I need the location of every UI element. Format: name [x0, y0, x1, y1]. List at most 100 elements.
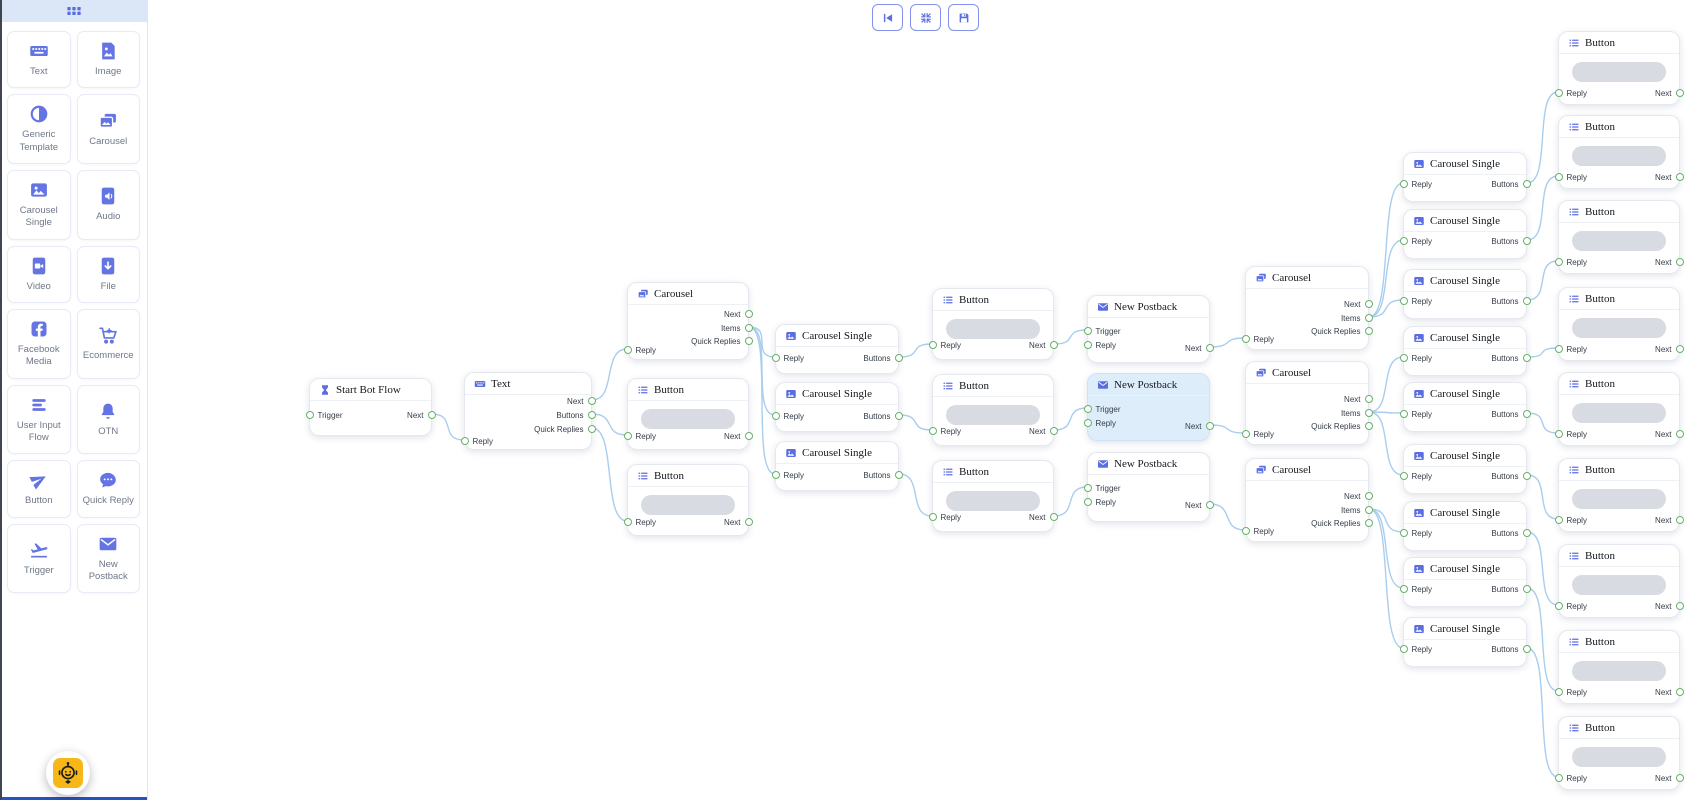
- edge-connection[interactable]: [1209, 424, 1246, 434]
- port-dot[interactable]: [894, 471, 903, 479]
- port-dot[interactable]: [1675, 89, 1684, 97]
- sidebar-item-trigger[interactable]: Trigger: [7, 523, 71, 594]
- port-dot[interactable]: [1554, 516, 1563, 524]
- port-items[interactable]: Items: [721, 323, 753, 333]
- port-next[interactable]: Next: [724, 309, 753, 319]
- edge-connection[interactable]: [591, 348, 628, 401]
- port-buttons[interactable]: Buttons: [556, 410, 596, 420]
- edge-connection[interactable]: [1526, 412, 1559, 434]
- port-next[interactable]: Next: [1655, 429, 1684, 439]
- sidebar-item-otn[interactable]: OTN: [76, 384, 140, 455]
- port-dot[interactable]: [744, 518, 753, 526]
- port-dot[interactable]: [623, 518, 632, 526]
- port-reply[interactable]: Reply: [460, 436, 493, 446]
- edge-connection[interactable]: [748, 326, 776, 358]
- port-dot[interactable]: [1049, 427, 1058, 435]
- port-dot[interactable]: [1364, 395, 1373, 403]
- port-dot[interactable]: [1522, 237, 1531, 245]
- edge-connection[interactable]: [1526, 347, 1559, 358]
- port-dot[interactable]: [1554, 258, 1563, 266]
- sidebar-item-generic-template[interactable]: Generic Template: [7, 94, 71, 165]
- port-next[interactable]: Next: [1655, 257, 1684, 267]
- port-next[interactable]: Next: [567, 396, 596, 406]
- port-dot[interactable]: [1675, 602, 1684, 610]
- port-buttons[interactable]: Buttons: [1491, 644, 1531, 654]
- port-dot[interactable]: [1399, 354, 1408, 362]
- port-buttons[interactable]: Buttons: [1491, 471, 1531, 481]
- port-next[interactable]: Next: [1655, 88, 1684, 98]
- port-dot[interactable]: [1364, 422, 1373, 430]
- port-dot[interactable]: [1675, 516, 1684, 524]
- edge-connection[interactable]: [748, 326, 776, 475]
- port-dot[interactable]: [1554, 173, 1563, 181]
- port-reply[interactable]: Reply: [771, 470, 804, 480]
- port-dot[interactable]: [1364, 492, 1373, 500]
- port-reply[interactable]: Reply: [1083, 418, 1116, 428]
- sidebar-item-new-postback[interactable]: New Postback: [76, 523, 140, 594]
- port-next[interactable]: Next: [724, 431, 753, 441]
- port-dot[interactable]: [928, 341, 937, 349]
- port-dot[interactable]: [1364, 506, 1373, 514]
- port-dot[interactable]: [1241, 430, 1250, 438]
- port-dot[interactable]: [1083, 327, 1092, 335]
- port-dot[interactable]: [1205, 344, 1214, 352]
- port-dot[interactable]: [1083, 405, 1092, 413]
- port-buttons[interactable]: Buttons: [1491, 179, 1531, 189]
- sidebar-item-text[interactable]: Text: [7, 31, 71, 89]
- port-next[interactable]: Next: [407, 410, 436, 420]
- edge-connection[interactable]: [1209, 337, 1246, 348]
- edge-connection[interactable]: [898, 343, 933, 358]
- fit-view-button[interactable]: [910, 4, 941, 31]
- port-dot[interactable]: [771, 412, 780, 420]
- port-dot[interactable]: [460, 437, 469, 445]
- port-dot[interactable]: [894, 354, 903, 362]
- port-dot[interactable]: [1554, 774, 1563, 782]
- port-quick-replies[interactable]: Quick Replies: [1311, 518, 1373, 528]
- port-reply[interactable]: Reply: [771, 353, 804, 363]
- edge-connection[interactable]: [591, 413, 628, 436]
- edge-connection[interactable]: [1526, 531, 1559, 606]
- edge-connection[interactable]: [1368, 299, 1404, 318]
- edge-connection[interactable]: [1053, 486, 1088, 517]
- port-reply[interactable]: Reply: [1554, 687, 1587, 697]
- port-dot[interactable]: [1675, 345, 1684, 353]
- port-buttons[interactable]: Buttons: [1491, 528, 1531, 538]
- chatbot-launcher-button[interactable]: [46, 751, 90, 795]
- edge-connection[interactable]: [1368, 411, 1404, 414]
- port-dot[interactable]: [1364, 314, 1373, 322]
- sidebar-item-file[interactable]: File: [76, 245, 140, 304]
- port-next[interactable]: Next: [1344, 491, 1373, 501]
- sidebar-item-ecommerce[interactable]: Ecommerce: [76, 309, 140, 379]
- port-reply[interactable]: Reply: [1554, 344, 1587, 354]
- port-dot[interactable]: [1522, 529, 1531, 537]
- port-reply[interactable]: Reply: [1399, 528, 1432, 538]
- port-next[interactable]: Next: [1655, 601, 1684, 611]
- sidebar-item-quick-reply[interactable]: Quick Reply: [76, 460, 140, 518]
- port-dot[interactable]: [1083, 341, 1092, 349]
- port-dot[interactable]: [1364, 409, 1373, 417]
- port-dot[interactable]: [1554, 688, 1563, 696]
- port-buttons[interactable]: Buttons: [863, 411, 903, 421]
- port-dot[interactable]: [1522, 472, 1531, 480]
- port-dot[interactable]: [1399, 585, 1408, 593]
- port-dot[interactable]: [894, 412, 903, 420]
- port-reply[interactable]: Reply: [1399, 353, 1432, 363]
- port-reply[interactable]: Reply: [1554, 515, 1587, 525]
- port-dot[interactable]: [744, 310, 753, 318]
- port-quick-replies[interactable]: Quick Replies: [1311, 326, 1373, 336]
